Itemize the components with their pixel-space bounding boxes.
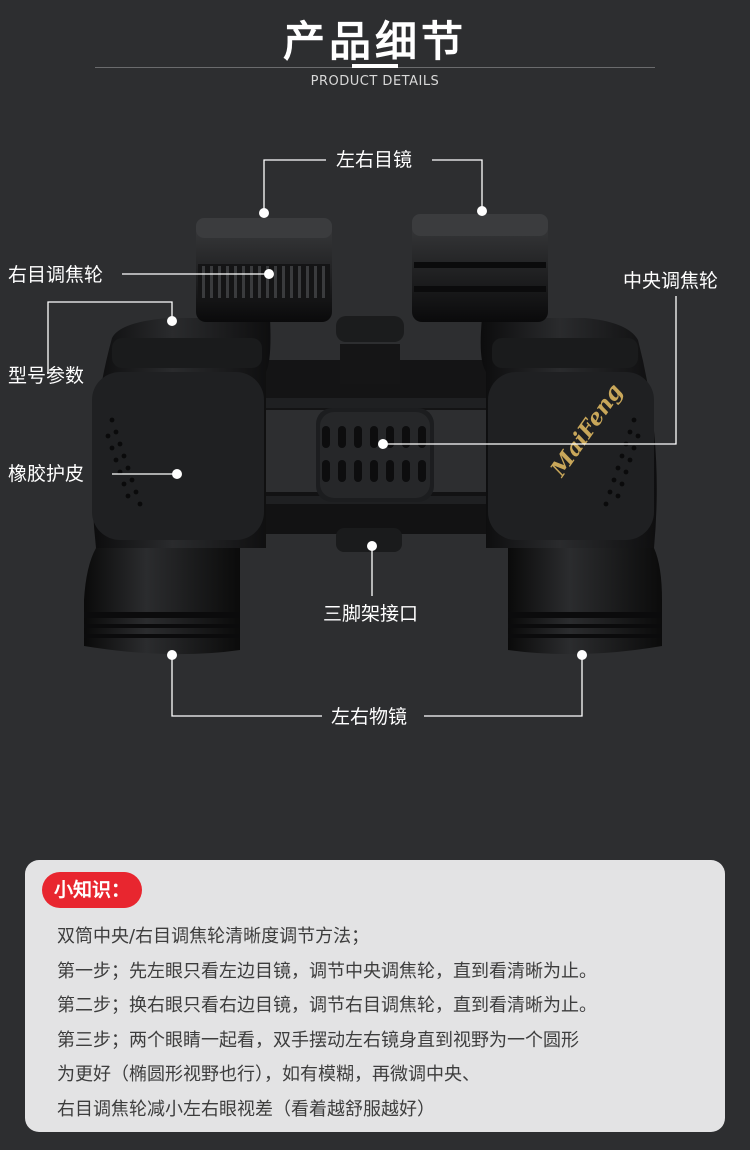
hinge-bridge bbox=[260, 316, 495, 552]
tips-panel: 小知识： 双筒中央/右目调焦轮清晰度调节方法； 第一步；先左眼只看左边目镜，调节… bbox=[25, 860, 725, 1132]
tips-badge: 小知识： bbox=[42, 872, 143, 908]
tips-line: 第三步；两个眼睛一起看，双手摆动左右镜身直到视野为一个圆形 bbox=[57, 1029, 579, 1051]
right-eyepiece bbox=[412, 214, 548, 322]
left-eyepiece bbox=[196, 218, 332, 322]
label-rubber-skin: 橡胶护皮 bbox=[8, 463, 85, 485]
tips-line: 双筒中央/右目调焦轮清晰度调节方法； bbox=[57, 926, 370, 947]
label-objective-lens: 左右物镜 bbox=[331, 706, 408, 728]
left-barrel bbox=[84, 318, 271, 655]
tips-line: 右目调焦轮减小左右眼视差（看着越舒服越好） bbox=[57, 1098, 435, 1120]
title-divider-accent bbox=[352, 64, 398, 68]
tips-line: 第二步；换右眼只看右边目镜，调节右目调焦轮，直到看清晰为止。 bbox=[57, 995, 597, 1016]
label-eyepiece: 左右目镜 bbox=[336, 149, 413, 171]
tips-line: 第一步；先左眼只看左边目镜，调节中央调焦轮，直到看清晰为止。 bbox=[57, 960, 597, 982]
callout-lines bbox=[47, 159, 677, 717]
tips-line: 为更好（椭圆形视野也行），如有模糊，再微调中央、 bbox=[57, 1064, 480, 1085]
tips-text: 双筒中央/右目调焦轮清晰度调节方法； 第一步；先左眼只看左边目镜，调节中央调焦轮… bbox=[57, 920, 722, 1127]
center-focus-wheel bbox=[316, 408, 434, 502]
binoculars-illustration: MaiFeng bbox=[47, 159, 677, 717]
label-model-params: 型号参数 bbox=[8, 365, 85, 387]
page-subtitle: PRODUCT DETAILS bbox=[310, 74, 440, 89]
page-title: 产品细节 bbox=[282, 17, 467, 66]
label-tripod-mount: 三脚架接口 bbox=[323, 603, 419, 625]
label-right-focus: 右目调焦轮 bbox=[8, 264, 104, 286]
right-barrel bbox=[480, 318, 662, 655]
callout-dots bbox=[167, 206, 587, 660]
label-center-focus: 中央调焦轮 bbox=[623, 270, 719, 292]
